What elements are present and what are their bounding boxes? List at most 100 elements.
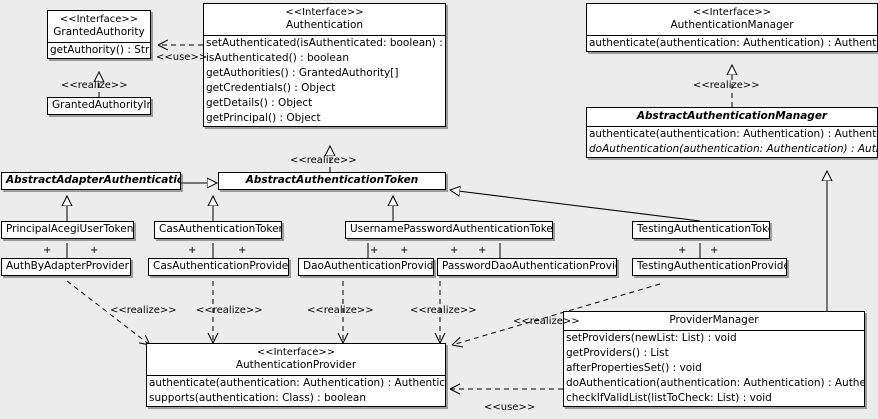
class-name: TestingAuthenticationProvider xyxy=(637,260,787,272)
assoc-marker-plus: + xyxy=(43,245,52,256)
class-name: PasswordDaoAuthenticationProvider xyxy=(442,260,617,272)
class-header: <<Interface>> AuthenticationProvider xyxy=(147,344,445,375)
class-testing-authentication-token[interactable]: TestingAuthenticationToken xyxy=(632,221,770,239)
class-testing-authentication-provider[interactable]: TestingAuthenticationProvider xyxy=(632,258,787,276)
class-granted-authority[interactable]: <<Interface>> GrantedAuthority getAuthor… xyxy=(47,10,151,59)
class-cas-authentication-token[interactable]: CasAuthenticationToken xyxy=(154,221,282,239)
edge-label-realize-abstractauthmanager: <<realize>> xyxy=(693,80,760,91)
assoc-marker-plus: + xyxy=(188,245,197,256)
class-granted-authority-impl[interactable]: GrantedAuthorityImpl xyxy=(47,97,151,115)
members-compartment: setProviders(newList: List) : void getPr… xyxy=(564,331,864,406)
class-auth-by-adapter-provider[interactable]: AuthByAdapterProvider xyxy=(1,258,131,276)
member-row: authenticate(authentication: Authenticat… xyxy=(149,377,445,389)
class-name: AuthByAdapterProvider xyxy=(6,260,129,272)
divider xyxy=(147,375,445,376)
class-name: PrincipalAcegiUserToken xyxy=(6,223,134,235)
assoc-marker-plus: + xyxy=(238,245,247,256)
edge-label-realize-authbyadapter: <<realize>> xyxy=(110,305,177,316)
assoc-marker-plus: + xyxy=(400,245,409,256)
members-compartment: authenticate(authentication: Authenticat… xyxy=(587,127,877,157)
class-header: <<Interface>> Authentication xyxy=(204,4,445,35)
member-row: authenticate(authentication: Authenticat… xyxy=(589,37,877,49)
class-header: AbstractAuthenticationToken xyxy=(219,173,445,189)
class-name: TestingAuthenticationToken xyxy=(637,223,770,235)
member-row: afterPropertiesSet() : void xyxy=(566,362,702,374)
edge-label-realize-daoprovider: <<realize>> xyxy=(307,305,374,316)
class-password-dao-authentication-provider[interactable]: PasswordDaoAuthenticationProvider xyxy=(437,258,617,276)
members-compartment: authenticate(authentication: Authenticat… xyxy=(587,36,877,51)
class-abstract-authentication-token[interactable]: AbstractAuthenticationToken xyxy=(218,172,446,190)
class-header: ProviderManager xyxy=(564,312,864,330)
member-row: getCredentials() : Object xyxy=(206,82,336,94)
class-name: Authentication xyxy=(285,19,364,31)
stereotype-label: <<Interface>> xyxy=(692,7,772,18)
class-header: CasAuthenticationProvider xyxy=(149,259,288,275)
divider xyxy=(48,42,150,43)
edge-label-realize-casprovider: <<realize>> xyxy=(196,305,263,316)
assoc-marker-plus: + xyxy=(450,245,459,256)
class-header: AuthByAdapterProvider xyxy=(2,259,130,275)
class-header: TestingAuthenticationProvider xyxy=(633,259,786,275)
class-name: GrantedAuthority xyxy=(53,26,145,38)
class-name: GrantedAuthorityImpl xyxy=(52,99,150,111)
divider xyxy=(587,126,877,127)
member-row: authenticate(authentication: Authenticat… xyxy=(589,128,877,140)
class-cas-authentication-provider[interactable]: CasAuthenticationProvider xyxy=(148,258,289,276)
class-abstract-authentication-manager[interactable]: AbstractAuthenticationManager authentica… xyxy=(586,107,878,158)
class-header: PasswordDaoAuthenticationProvider xyxy=(438,259,616,275)
class-name: AuthenticationProvider xyxy=(235,359,357,371)
member-row: doAuthentication(authentication: Authent… xyxy=(566,377,864,389)
member-row: doAuthentication(authentication: Authent… xyxy=(589,143,877,155)
assoc-marker-plus: + xyxy=(478,245,487,256)
class-username-password-authentication-token[interactable]: UsernamePasswordAuthenticationToken xyxy=(345,221,553,239)
class-header: CasAuthenticationToken xyxy=(155,222,281,238)
class-name: AuthenticationManager xyxy=(670,19,794,31)
assoc-marker-plus: + xyxy=(370,245,379,256)
edge-label-realize-passworddaoprovider: <<realize>> xyxy=(410,305,477,316)
class-header: <<Interface>> AuthenticationManager xyxy=(587,4,877,35)
class-name: CasAuthenticationProvider xyxy=(153,260,289,272)
edge-label-realize-testingprovider: <<realize>> xyxy=(513,316,580,327)
class-header: DaoAuthenticationProvider xyxy=(299,259,433,275)
class-dao-authentication-provider[interactable]: DaoAuthenticationProvider xyxy=(298,258,434,276)
member-row: supports(authentication: Class) : boolea… xyxy=(149,392,366,404)
class-name: ProviderManager xyxy=(669,314,759,326)
members-compartment: getAuthority() : String xyxy=(48,43,150,58)
member-row: getAuthority() : String xyxy=(50,44,150,56)
edge-testingtoken-extends-abstracttoken xyxy=(450,190,701,222)
divider xyxy=(204,35,445,36)
class-name: CasAuthenticationToken xyxy=(159,223,282,235)
divider xyxy=(587,35,877,36)
members-compartment: setAuthenticated(isAuthenticated: boolea… xyxy=(204,36,445,126)
stereotype-label: <<Interface>> xyxy=(256,347,336,358)
member-row: getAuthorities() : GrantedAuthority[] xyxy=(206,67,399,79)
class-principal-acegi-user-token[interactable]: PrincipalAcegiUserToken xyxy=(1,221,134,239)
member-row: getProviders() : List xyxy=(566,347,669,359)
member-row: setAuthenticated(isAuthenticated: boolea… xyxy=(206,37,445,49)
class-header: GrantedAuthorityImpl xyxy=(48,98,150,114)
class-abstract-adapter-authentication-token[interactable]: AbstractAdapterAuthenticationToken xyxy=(1,172,181,190)
stereotype-label: <<Interface>> xyxy=(59,14,139,25)
class-name: AbstractAuthenticationToken xyxy=(245,174,419,186)
class-authentication[interactable]: <<Interface>> Authentication setAuthenti… xyxy=(203,3,446,127)
member-row: isAuthenticated() : boolean xyxy=(206,52,349,64)
class-header: AbstractAdapterAuthenticationToken xyxy=(2,173,180,189)
class-header: PrincipalAcegiUserToken xyxy=(2,222,133,238)
class-provider-manager[interactable]: ProviderManager setProviders(newList: Li… xyxy=(563,311,865,407)
class-name: AbstractAdapterAuthenticationToken xyxy=(6,174,180,186)
member-row: checkIfValidList(listToCheck: List) : vo… xyxy=(566,392,772,404)
divider xyxy=(564,330,864,331)
edge-label-use-providermanager: <<use>> xyxy=(484,402,536,413)
member-row: getPrincipal() : Object xyxy=(206,112,321,124)
class-authentication-manager[interactable]: <<Interface>> AuthenticationManager auth… xyxy=(586,3,878,52)
member-row: getDetails() : Object xyxy=(206,97,313,109)
assoc-marker-plus: + xyxy=(90,245,99,256)
class-header: TestingAuthenticationToken xyxy=(633,222,769,238)
assoc-marker-plus: + xyxy=(710,245,719,256)
member-row: setProviders(newList: List) : void xyxy=(566,332,737,344)
class-authentication-provider[interactable]: <<Interface>> AuthenticationProvider aut… xyxy=(146,343,446,407)
class-header: UsernamePasswordAuthenticationToken xyxy=(346,222,552,238)
edge-label-use-grantedauthority: <<use>> xyxy=(156,52,208,63)
edge-label-realize-grantedauthorityimpl: <<realize>> xyxy=(61,80,128,91)
